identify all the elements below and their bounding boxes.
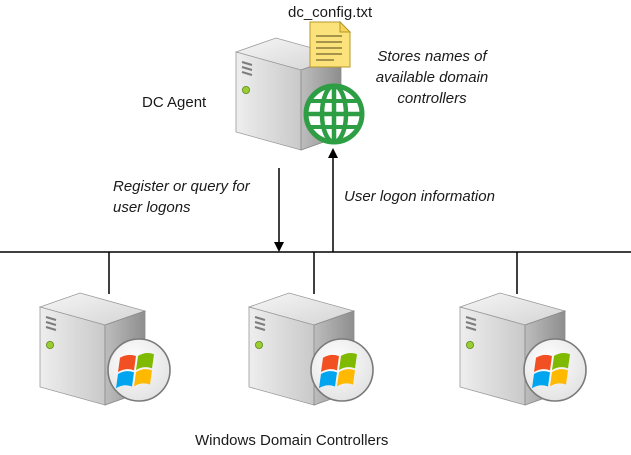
storage-note-line: available domain <box>375 69 489 86</box>
domain-controllers-label: Windows Domain Controllers <box>195 432 389 449</box>
domain-controller-server-icon <box>39 292 171 406</box>
register-query-label-line: user logons <box>113 199 191 216</box>
logon-info-arrow <box>328 148 338 252</box>
globe-icon <box>303 83 365 145</box>
domain-controller-server-icon <box>459 292 587 406</box>
dc-agent-label: DC Agent <box>142 94 207 111</box>
register-query-label: Register or query for user logons <box>113 176 250 218</box>
storage-note-line: Stores names of <box>377 48 487 65</box>
register-query-arrow <box>274 168 284 252</box>
logon-info-label: User logon information <box>344 188 495 205</box>
storage-note-line: controllers <box>397 90 467 107</box>
storage-note: Stores names of available domain control… <box>366 46 498 109</box>
network-bus <box>0 251 631 294</box>
domain-controller-server-icon <box>248 292 374 406</box>
register-query-label-line: Register or query for <box>113 178 250 195</box>
config-file-label: dc_config.txt <box>288 4 373 21</box>
config-file-icon <box>309 20 352 68</box>
